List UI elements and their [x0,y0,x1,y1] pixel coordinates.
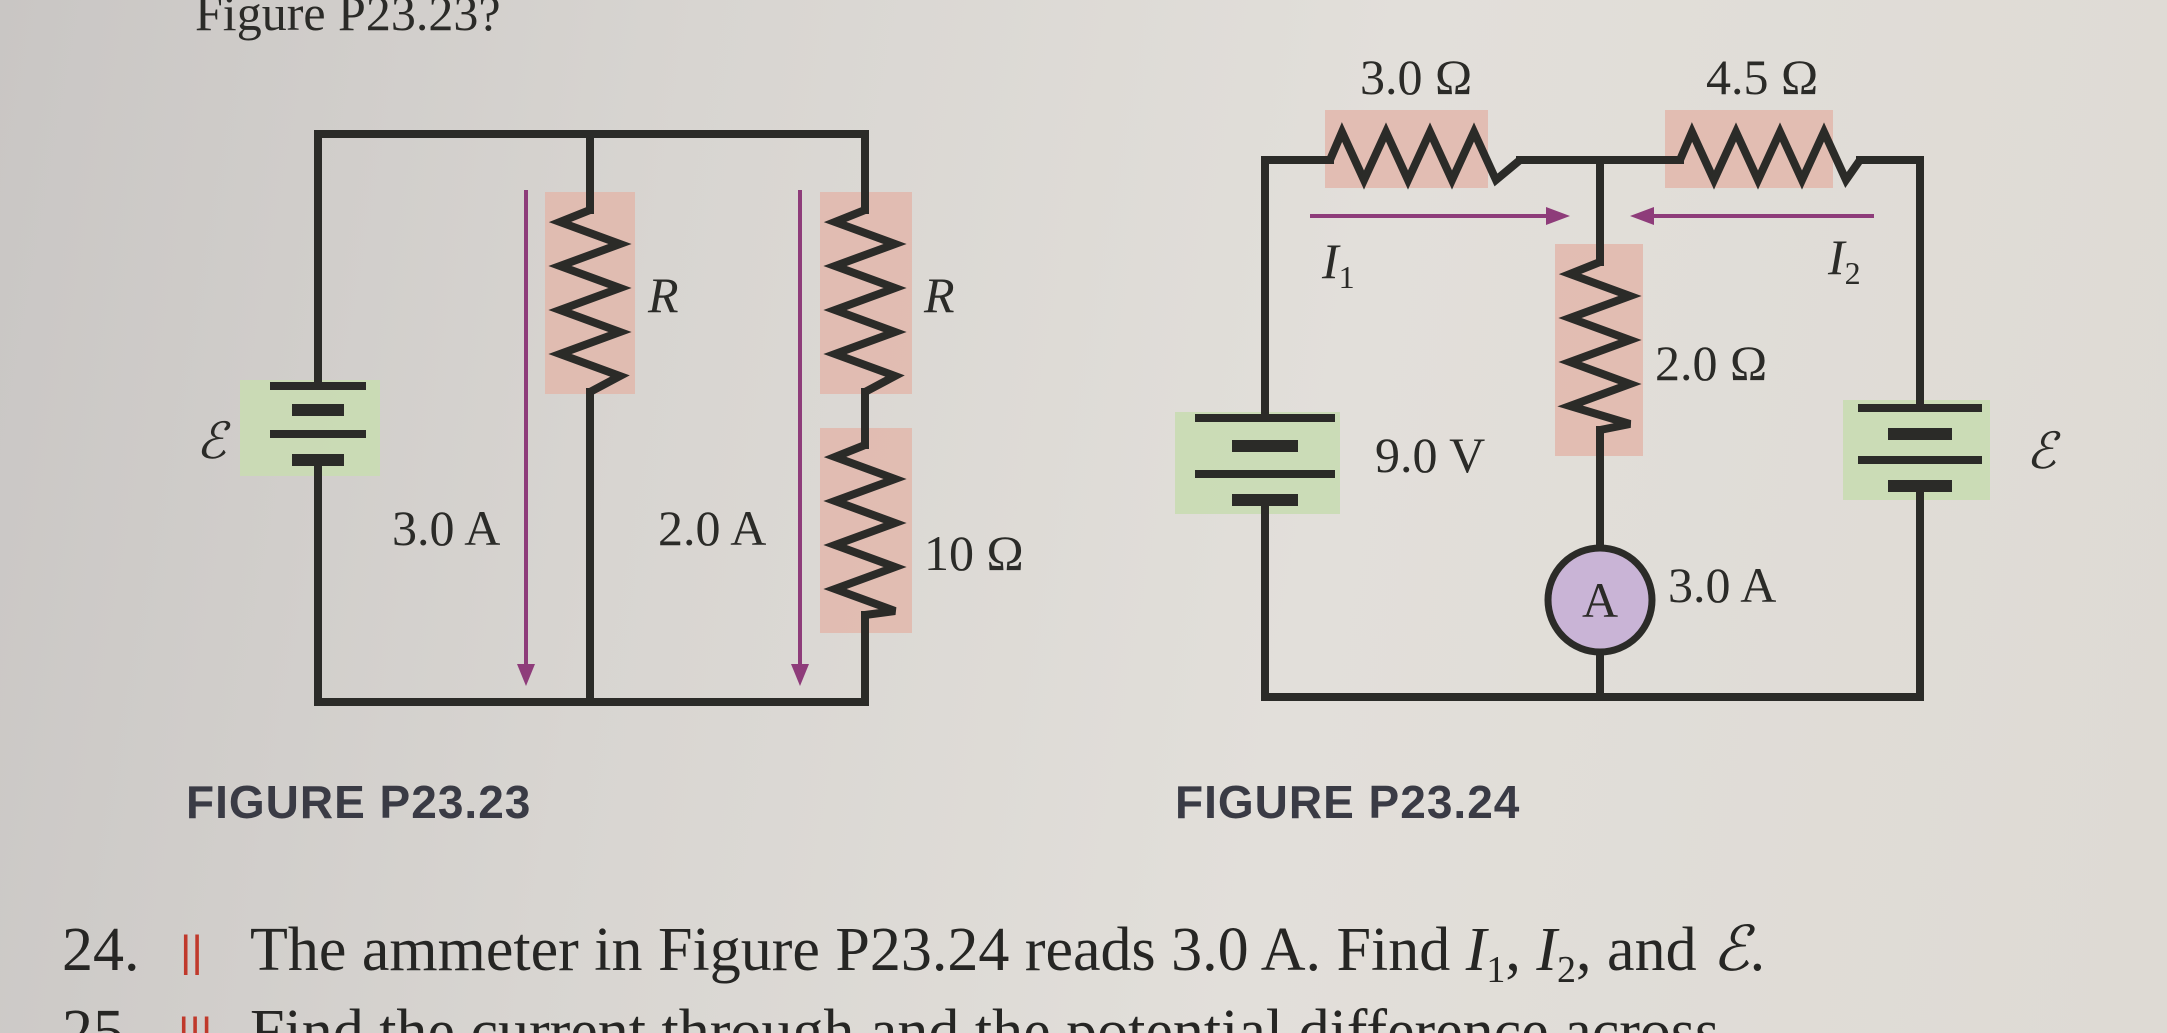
resistor-label-bottom-right: 10 Ω [924,525,1024,581]
problem-24-marker: || [180,927,203,976]
problem-24: 24. || The ammeter in Figure P23.24 read… [62,916,1765,991]
header-text: Figure P23.23? [195,0,501,41]
resistor-3ohm [1326,122,1523,190]
resistor-bottom-right-p23-23 [823,441,907,619]
ammeter-reading: 3.0 A [1668,557,1776,613]
resistor-2ohm [1557,258,1642,434]
resistor-label-top-right: R [923,267,955,323]
resistor-label-4-5ohm: 4.5 Ω [1706,49,1818,105]
emf-label-p23-24: ℰ [2026,423,2061,479]
resistor-label-top-left: R [647,267,679,323]
problem-25-marker: ||| [178,1009,212,1033]
resistor-top-right-p23-23 [823,206,907,396]
figure-caption-p23-23: FIGURE P23.23 [186,776,531,828]
current-label-i1-sub: 1 [1339,259,1355,295]
resistor-4-5ohm [1676,122,1864,190]
current-arrow-right-head [791,664,809,686]
emf-label-p23-23: ℰ [196,413,231,469]
battery-label-9v: 9.0 V [1375,427,1485,483]
circuit-wires-p23-24 [1261,156,1924,701]
current-label-i1: I1 [1321,233,1355,295]
circuit-wires-p23-23 [314,130,869,706]
resistor-label-3ohm: 3.0 Ω [1360,49,1472,105]
ammeter [1544,544,1656,656]
current-label-middle: 2.0 A [658,500,766,556]
figure-p23-23: ℰ R R 10 Ω 3.0 A 2.0 A FIGURE P23.23 [186,130,1024,828]
problem-25-partial: 25. ||| Find the current through and the… [62,998,1719,1033]
current-arrow-i2-head [1630,207,1654,225]
current-arrow-left-head [517,664,535,686]
problem-25-text: Find the current through and the potenti… [250,998,1719,1033]
current-label-i2-sub: 2 [1845,255,1861,291]
problem-25-number: 25. [62,998,140,1033]
problem-24-number: 24. [62,916,140,984]
current-label-i2: I2 [1827,229,1861,291]
figure-p23-24: A 3.0 Ω 4.5 Ω 2.0 Ω I1 I2 9.0 V ℰ 3.0 A … [1175,49,2061,828]
resistor-top-left-p23-23 [548,206,632,396]
figure-caption-p23-24: FIGURE P23.24 [1175,776,1520,828]
resistor-label-2ohm: 2.0 Ω [1655,335,1767,391]
problem-24-text: The ammeter in Figure P23.24 reads 3.0 A… [250,916,1765,991]
ammeter-symbol: A [1582,572,1618,628]
current-arrow-i1-head [1546,207,1570,225]
current-label-left: 3.0 A [392,500,500,556]
